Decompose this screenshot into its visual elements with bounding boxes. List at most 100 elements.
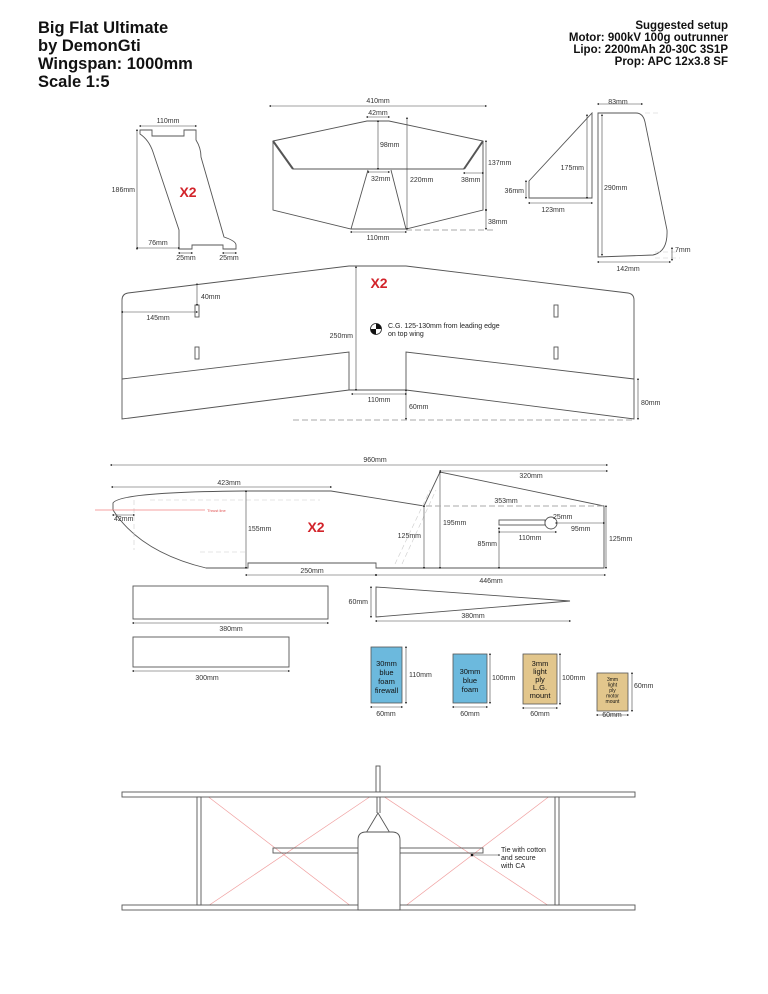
interplane-strut bbox=[554, 796, 560, 906]
block-text: foam bbox=[378, 677, 395, 686]
fuselage-outline bbox=[112, 471, 605, 569]
dim-label: 137mm bbox=[488, 160, 512, 167]
dim-label: 380mm bbox=[461, 613, 485, 620]
dim-label: 80mm bbox=[641, 400, 661, 407]
dim-label: 125mm bbox=[398, 533, 422, 540]
block-text: 3mm bbox=[607, 677, 618, 683]
stabilizer-part: 410mm 42mm 98mm 32mm 220mm 137mm 38mm 38… bbox=[268, 98, 512, 242]
wedge bbox=[375, 586, 571, 618]
strip-parts: 380mm 300mm 60mm 380mm bbox=[131, 585, 572, 682]
dim-label: 42mm bbox=[368, 110, 388, 117]
dim-label: 123mm bbox=[541, 207, 565, 214]
dim-label: 83mm bbox=[608, 99, 628, 106]
slot bbox=[498, 516, 558, 530]
dim-label: 32mm bbox=[371, 176, 391, 183]
dim-label: 186mm bbox=[112, 187, 136, 194]
top-wing bbox=[121, 791, 636, 798]
dim-label: 410mm bbox=[366, 98, 390, 105]
block-text: 30mm bbox=[460, 667, 481, 676]
dim-label: 60mm bbox=[634, 683, 654, 690]
cg-icon bbox=[370, 323, 382, 335]
quantity-label: X2 bbox=[179, 184, 196, 200]
block-text: motor bbox=[606, 694, 619, 700]
strut-slot bbox=[553, 346, 559, 360]
strip-300 bbox=[132, 636, 290, 668]
fuselage-front bbox=[357, 831, 401, 911]
dim-label: 110mm bbox=[157, 118, 180, 125]
quantity-label: X2 bbox=[370, 275, 387, 291]
stabilizer-outline bbox=[272, 120, 484, 230]
wing-part: 40mm 145mm 250mm 110mm 60mm 80mm X2 C.G.… bbox=[120, 265, 661, 421]
dim-label: 25mm bbox=[219, 255, 239, 262]
strut-slot bbox=[553, 304, 559, 318]
dim-label: 60mm bbox=[349, 599, 369, 606]
cabane-outline bbox=[139, 129, 237, 250]
cg-note: on top wing bbox=[388, 331, 424, 338]
dim-label: 220mm bbox=[410, 177, 434, 184]
dim-label: 85mm bbox=[478, 541, 498, 548]
dim-label: 100mm bbox=[492, 675, 516, 682]
dim-label: 98mm bbox=[380, 142, 400, 149]
dim-label: 290mm bbox=[604, 185, 628, 192]
motor-mount-block: 3mm light ply motor mount 60mm 60mm bbox=[595, 671, 654, 719]
dim-label: 250mm bbox=[300, 568, 324, 575]
thrust-line-label: Thrust line bbox=[207, 508, 226, 513]
dim-label: 145mm bbox=[146, 315, 170, 322]
dim-label: 40mm bbox=[201, 294, 221, 301]
interplane-strut bbox=[196, 796, 202, 906]
dim-label: 36mm bbox=[505, 188, 525, 195]
dim-label: 142mm bbox=[616, 266, 640, 273]
dim-label: 110mm bbox=[519, 535, 542, 542]
dim-label: 60mm bbox=[460, 711, 480, 718]
cabane-front bbox=[365, 812, 391, 834]
dim-label: 446mm bbox=[479, 578, 503, 585]
dim-label: 195mm bbox=[443, 520, 467, 527]
suggested-setup: Suggested setup Motor: 900kV 100g outrun… bbox=[569, 20, 729, 68]
setup-line: Motor: 900kV 100g outrunner bbox=[569, 32, 729, 44]
dim-label: 7mm bbox=[675, 247, 691, 254]
dim-label: 155mm bbox=[248, 526, 272, 533]
block-text: light bbox=[533, 667, 548, 676]
strip-380 bbox=[132, 585, 329, 620]
fin-outline bbox=[528, 111, 593, 199]
setup-line: Lipo: 2200mAh 20-30C 3S1P bbox=[573, 44, 728, 56]
dim-label: 60mm bbox=[602, 712, 622, 719]
quantity-label: X2 bbox=[307, 519, 324, 535]
dim-label: 38mm bbox=[488, 219, 508, 226]
cg-note: C.G. 125-130mm from leading edge bbox=[388, 323, 500, 330]
title-line: Big Flat Ultimate bbox=[38, 19, 168, 37]
dim-label: 76mm bbox=[148, 240, 168, 247]
wing-outline bbox=[121, 265, 635, 420]
setup-line: Prop: APC 12x3.8 SF bbox=[615, 56, 728, 68]
rudder-outline bbox=[597, 112, 668, 258]
setup-line: Suggested setup bbox=[635, 20, 728, 32]
tie-note: and secure bbox=[501, 855, 536, 862]
dim-label: 423mm bbox=[217, 480, 241, 487]
dim-label: 25mm bbox=[553, 514, 573, 521]
strut-slot bbox=[194, 304, 200, 318]
dim-label: 100mm bbox=[562, 675, 586, 682]
dim-label: 110mm bbox=[368, 397, 391, 404]
strut-slot bbox=[194, 346, 200, 360]
dim-label: 125mm bbox=[609, 536, 633, 543]
block-text: 3mm bbox=[532, 659, 549, 668]
lg-mount-block: 3mm light ply L.G. mount 100mm 60mm bbox=[521, 652, 586, 718]
block-text: ply bbox=[609, 688, 616, 694]
dim-label: 25mm bbox=[176, 255, 196, 262]
block-text: firewall bbox=[375, 686, 399, 695]
rudder-part: 83mm 290mm 142mm 7mm bbox=[596, 99, 691, 273]
tie-note: with CA bbox=[500, 863, 525, 870]
dim-label: 380mm bbox=[219, 626, 243, 633]
fin-part: 175mm 36mm 123mm bbox=[505, 111, 594, 214]
foam-block: 30mm blue foam 100mm 60mm bbox=[451, 652, 516, 718]
block-text: ply bbox=[535, 675, 545, 684]
title-line: by DemonGti bbox=[38, 37, 141, 55]
block-text: foam bbox=[462, 685, 479, 694]
block-text: light bbox=[608, 683, 618, 689]
dim-label: 353mm bbox=[494, 498, 518, 505]
block-text: 30mm bbox=[376, 659, 397, 668]
dim-label: 60mm bbox=[409, 404, 429, 411]
cabane-part: 110mm 186mm 76mm 25mm 25mm X2 bbox=[112, 118, 239, 262]
dim-label: 960mm bbox=[363, 457, 387, 464]
